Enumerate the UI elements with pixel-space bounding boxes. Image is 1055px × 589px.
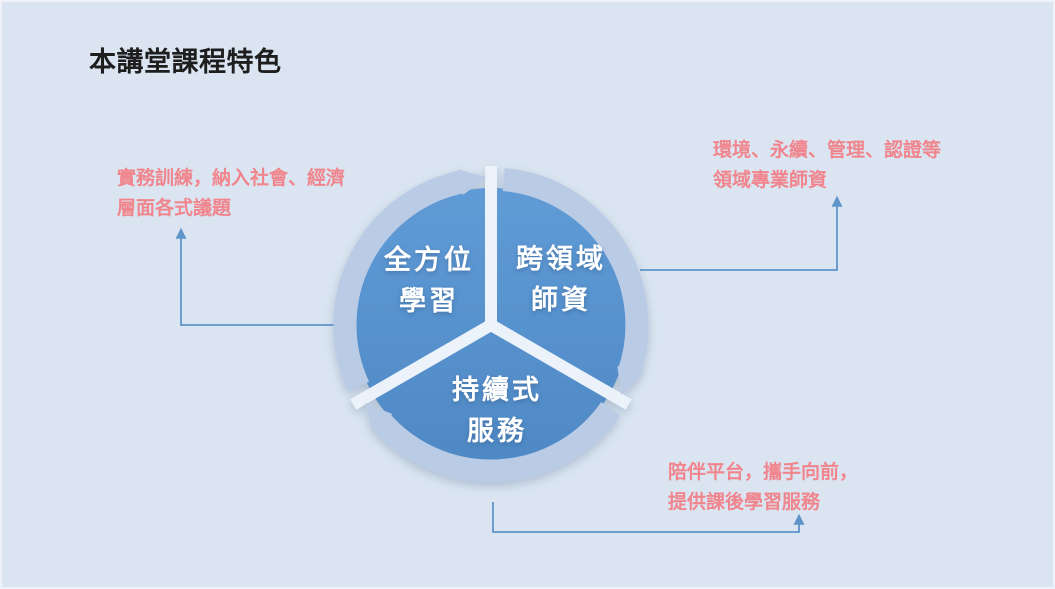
annotation-line: 領域專業師資: [713, 170, 828, 191]
annotation-professional-faculty: 環境、永續、管理、認證等 領域專業師資: [713, 136, 941, 196]
annotation-line: 陪伴平台，攜手向前，: [668, 462, 859, 483]
annotation-line: 實務訓練，納入社會、經濟: [117, 168, 346, 189]
annotation-line: 層面各式議題: [117, 198, 232, 219]
segment-label-line: 跨領域: [516, 244, 606, 274]
page-title: 本講堂課程特色: [89, 47, 282, 77]
cycle-arrow-bottom-arc: [365, 402, 621, 483]
segment-label-line: 學習: [399, 286, 459, 316]
segment-label-line: 全方位: [384, 245, 474, 275]
connector-line-left: [175, 227, 349, 326]
cycle-arrow-right-arc: [502, 168, 649, 396]
segment-label-continuous-service: 持續式 服務: [452, 370, 542, 452]
segment-label-all-round-learning: 全方位 學習: [384, 240, 474, 322]
segment-divider-bottom-left: [350, 319, 494, 410]
annotation-after-class-service: 陪伴平台，攜手向前， 提供課後學習服務: [668, 458, 858, 518]
segment-label-line: 持續式: [452, 375, 542, 405]
connector-line-bottom: [492, 502, 805, 533]
segment-label-line: 服務: [467, 416, 527, 446]
segment-divider-bottom-right: [488, 319, 632, 410]
cycle-arrow-left-arc: [333, 169, 487, 392]
annotation-line: 環境、永續、管理、認證等: [713, 140, 942, 161]
segment-label-line: 師資: [531, 285, 591, 315]
annotation-line: 提供課後學習服務: [668, 492, 821, 513]
connector-line-right: [640, 195, 843, 271]
annotation-practical-training: 實務訓練，納入社會、經濟 層面各式議題: [117, 164, 345, 224]
segment-label-cross-domain-faculty: 跨領域 師資: [516, 239, 606, 321]
